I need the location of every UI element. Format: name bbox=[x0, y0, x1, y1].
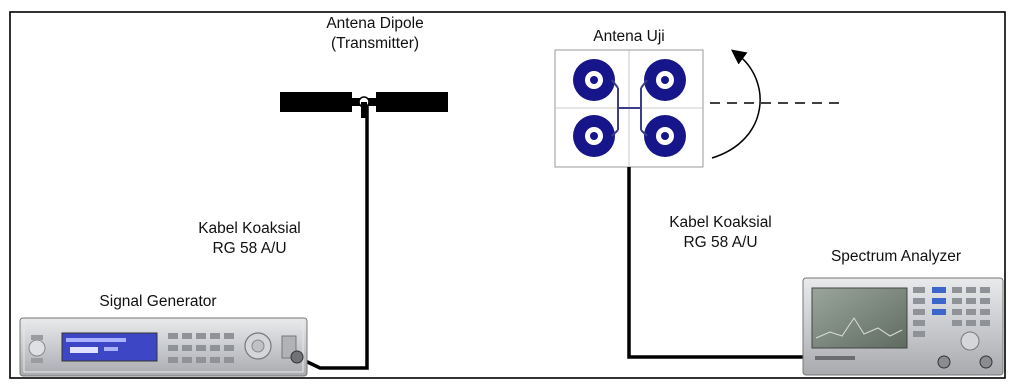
right-cable-name: Kabel Koaksial bbox=[669, 214, 772, 231]
dipole-antenna-role: (Transmitter) bbox=[330, 35, 420, 52]
test-antenna bbox=[554, 49, 704, 168]
rotation-arrow-icon bbox=[711, 49, 761, 159]
signal-generator-device bbox=[19, 317, 308, 377]
signal-generator-label: Signal Generator bbox=[99, 293, 217, 310]
dipole-antenna bbox=[280, 92, 448, 118]
dipole-antenna-label: Antena Dipole (Transmitter) bbox=[316, 14, 434, 54]
spectrum-analyzer-device bbox=[802, 277, 1004, 376]
coax-cable-right bbox=[627, 167, 803, 359]
left-cable-type: RG 58 A/U bbox=[212, 240, 287, 257]
spectrum-analyzer-label: Spectrum Analyzer bbox=[830, 248, 962, 265]
left-cable-name: Kabel Koaksial bbox=[198, 220, 301, 237]
dipole-antenna-name: Antena Dipole bbox=[326, 15, 424, 32]
left-cable-label: Kabel Koaksial RG 58 A/U bbox=[182, 219, 317, 259]
right-cable-label: Kabel Koaksial RG 58 A/U bbox=[653, 213, 788, 253]
right-cable-type: RG 58 A/U bbox=[683, 234, 758, 251]
coax-cable-left bbox=[296, 106, 369, 370]
test-antenna-label: Antena Uji bbox=[593, 28, 665, 45]
diagram-frame bbox=[9, 11, 1006, 379]
